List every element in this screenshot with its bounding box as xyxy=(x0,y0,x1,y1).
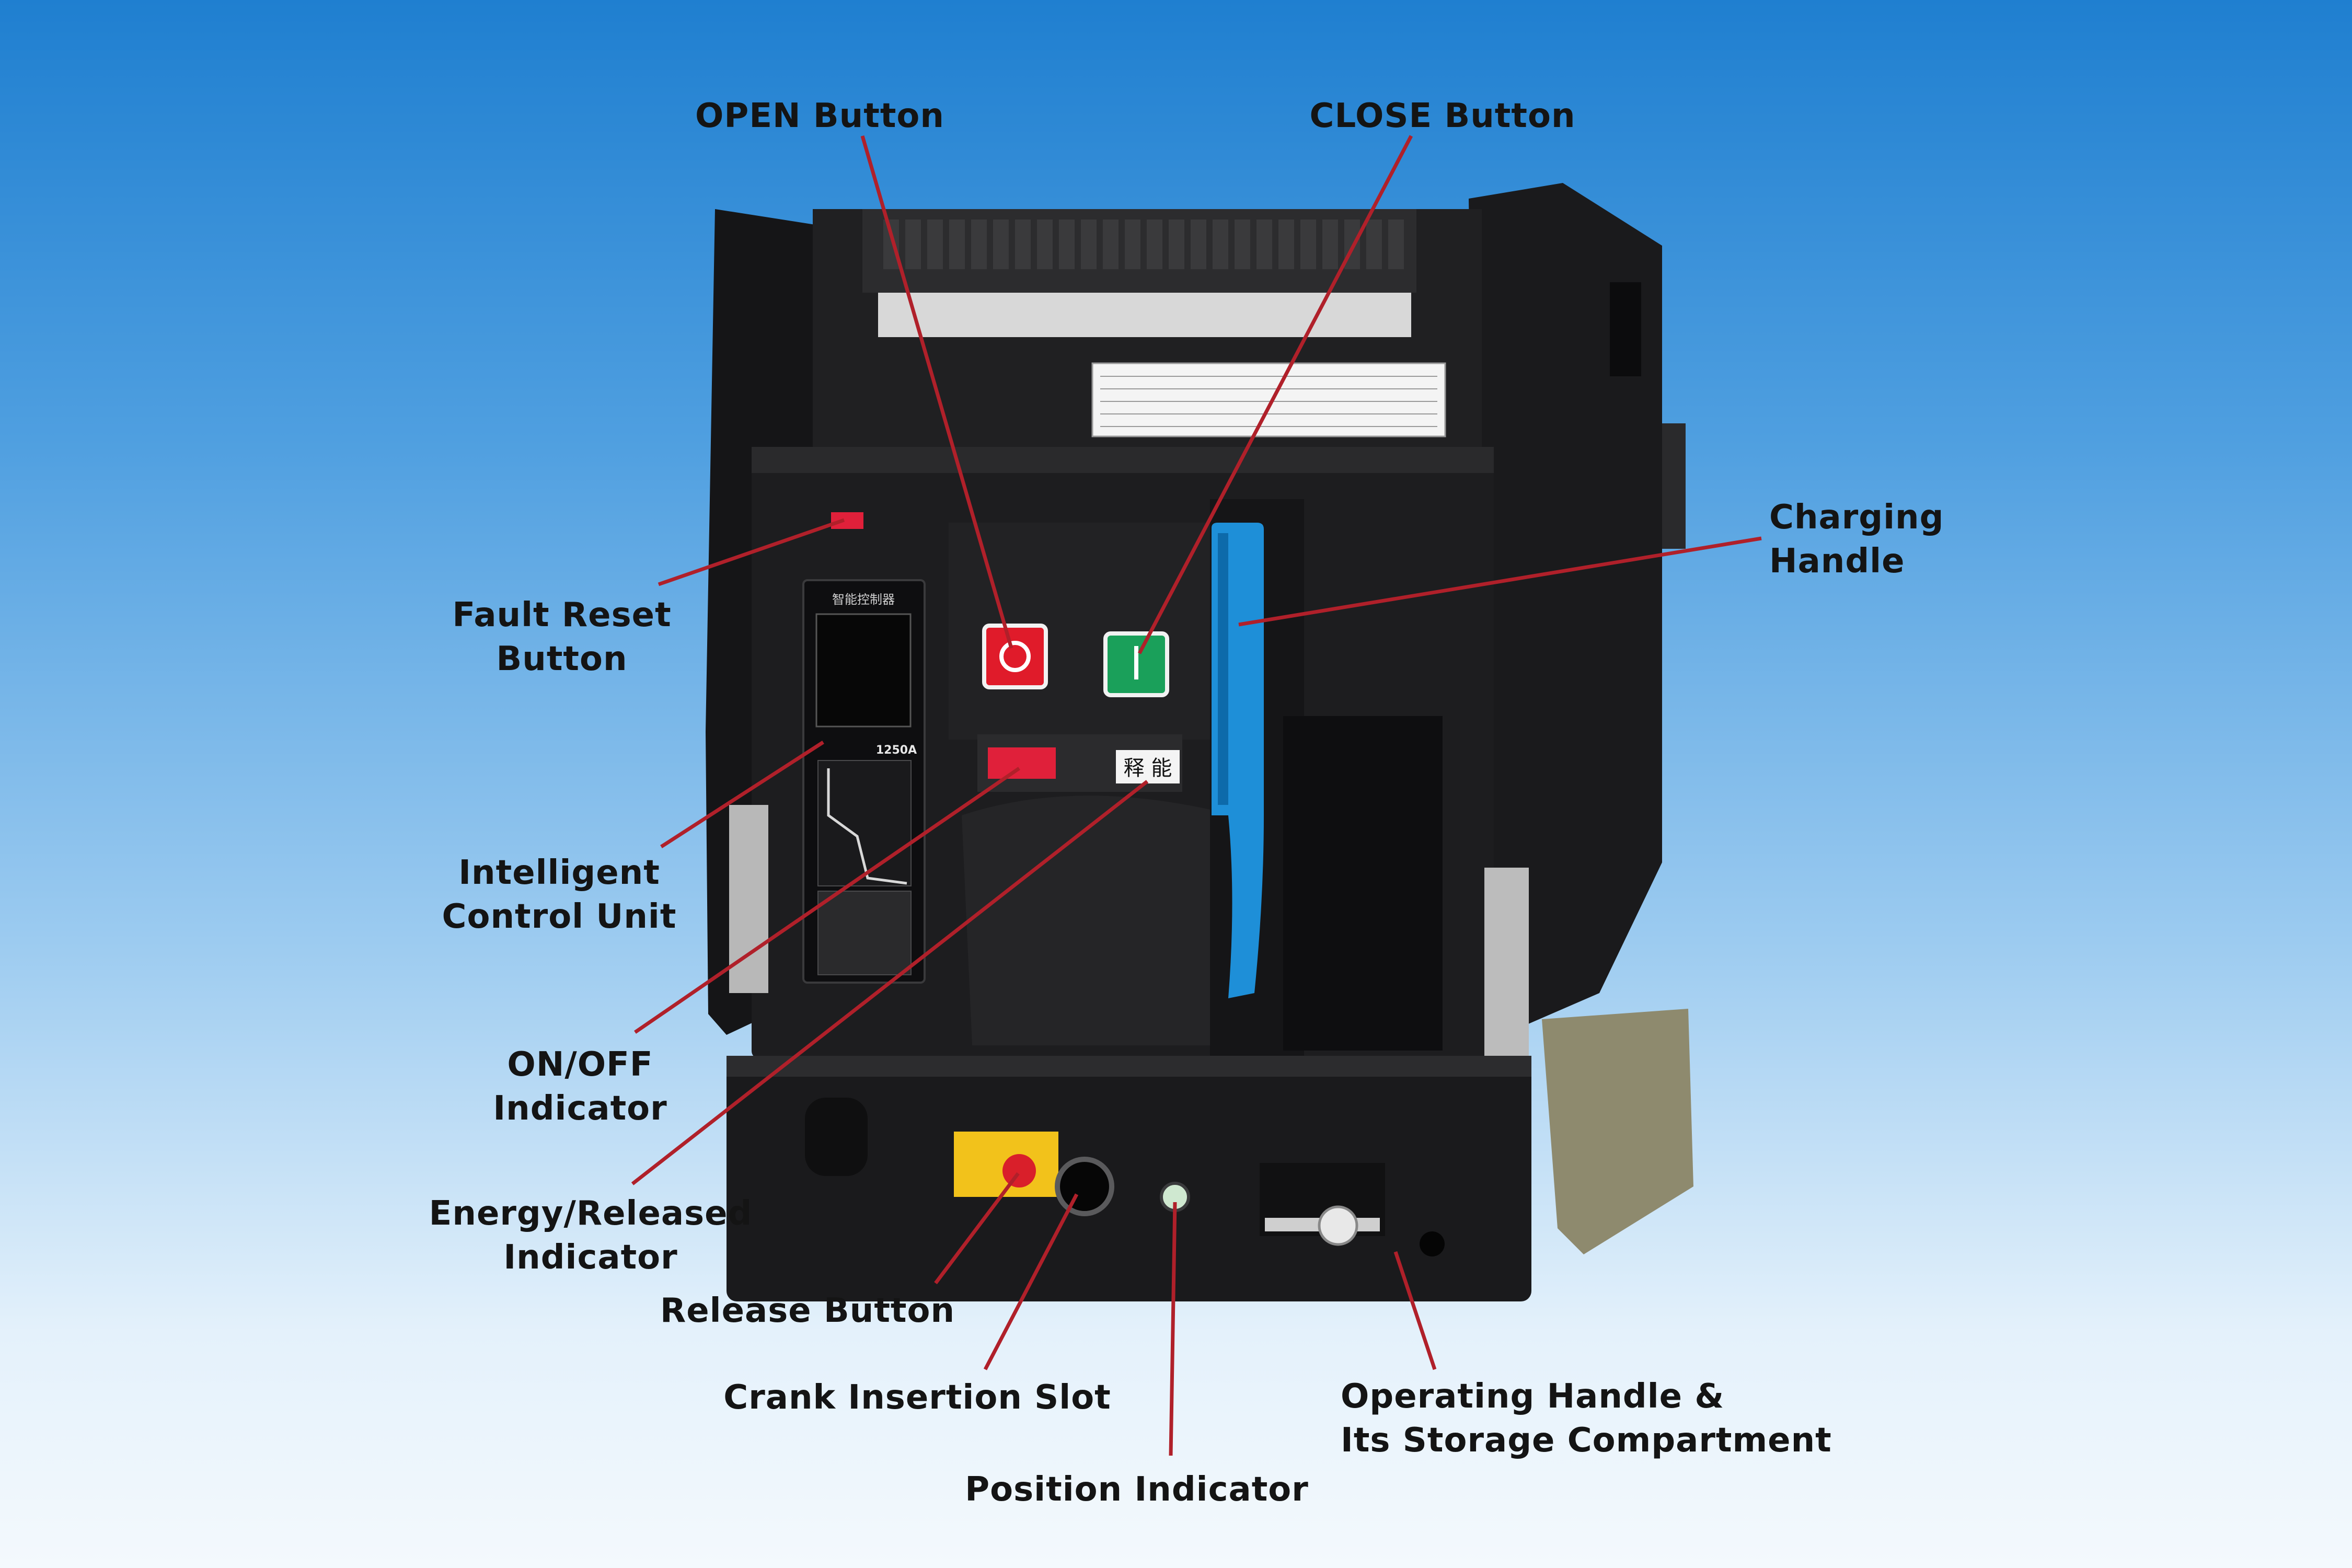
wiring-label xyxy=(1091,362,1446,437)
base-recess-left xyxy=(805,1098,868,1176)
terminal-screw xyxy=(1235,220,1250,269)
label-crank-slot: Crank Insertion Slot xyxy=(723,1378,1111,1417)
open-symbol xyxy=(999,641,1031,672)
terminal-screw xyxy=(1300,220,1316,269)
label-operating-handle: Operating Handle & Its Storage Compartme… xyxy=(1341,1377,1832,1460)
fault-reset-button[interactable] xyxy=(831,512,863,529)
lower-cover xyxy=(962,795,1213,1045)
control-unit-title: 智能控制器 xyxy=(832,592,895,607)
label-energy-indicator: Energy/Released Indicator xyxy=(429,1194,753,1277)
terminal-screw xyxy=(1015,220,1031,269)
label-control-unit: Intelligent Control Unit xyxy=(442,854,677,936)
terminal-screw xyxy=(1213,220,1228,269)
right-side-frame xyxy=(1469,183,1662,1045)
label-position-indicator: Position Indicator xyxy=(965,1470,1309,1509)
terminal-screw xyxy=(1037,220,1053,269)
leader-line xyxy=(634,767,1020,1034)
base xyxy=(727,1056,1531,1301)
terminal-screw xyxy=(1059,220,1075,269)
right-base-bracket xyxy=(1542,1009,1693,1254)
base-rail xyxy=(727,1056,1531,1077)
handle-side-panel xyxy=(1283,716,1443,1051)
terminal-screw xyxy=(1081,220,1097,269)
terminal-screws xyxy=(883,220,1404,269)
leader-line xyxy=(1169,1202,1177,1456)
wiring-label-lines xyxy=(1100,376,1437,427)
release-button[interactable] xyxy=(1002,1154,1036,1187)
crank-insertion-slot[interactable] xyxy=(1055,1157,1114,1216)
keypad[interactable] xyxy=(817,891,912,975)
terminal-screw xyxy=(1125,220,1140,269)
terminal-screw xyxy=(1147,220,1162,269)
terminal-screw xyxy=(927,220,943,269)
leader-line xyxy=(983,1193,1079,1370)
terminal-screw xyxy=(1278,220,1294,269)
terminal-screw xyxy=(1388,220,1404,269)
right-bracket xyxy=(1662,423,1686,549)
charging-handle-shadow xyxy=(1218,533,1228,805)
terminal-screw xyxy=(971,220,987,269)
leader-lines xyxy=(631,135,1762,1456)
leader-line xyxy=(658,518,845,586)
terminal-screw xyxy=(993,220,1009,269)
leader-line xyxy=(1393,1251,1437,1370)
terminal-screw xyxy=(949,220,965,269)
leader-line xyxy=(860,135,1013,649)
right-frame-window xyxy=(1610,282,1641,376)
label-close-button: CLOSE Button xyxy=(1309,97,1576,135)
energy-indicator-text: 释 能 xyxy=(1124,756,1172,780)
label-charging-handle: Charging Handle xyxy=(1769,498,1944,581)
leader-line xyxy=(934,1172,1020,1285)
open-button[interactable] xyxy=(982,624,1048,689)
terminal-screw xyxy=(1322,220,1338,269)
terminal-numbers xyxy=(878,293,1411,337)
label-open-button: OPEN Button xyxy=(695,97,944,135)
terminal-screw xyxy=(1191,220,1206,269)
label-fault-reset: Fault Reset Button xyxy=(452,596,672,678)
operating-handle-knob[interactable] xyxy=(1318,1205,1358,1246)
energy-indicator xyxy=(1116,750,1180,783)
leader-line xyxy=(631,780,1149,1185)
label-onoff-indicator: ON/OFF Indicator xyxy=(493,1045,667,1128)
leader-line xyxy=(660,741,824,848)
control-unit-display xyxy=(815,613,912,728)
label-release-button: Release Button xyxy=(660,1292,955,1330)
protection-curve xyxy=(827,768,907,885)
control-unit-rating: 1250A xyxy=(876,744,917,757)
terminal-screw xyxy=(1366,220,1382,269)
base-hole-right xyxy=(1420,1231,1445,1256)
terminal-screw xyxy=(1256,220,1272,269)
terminal-screw xyxy=(883,220,899,269)
terminal-screw xyxy=(1103,220,1119,269)
terminal-screw xyxy=(905,220,921,269)
leader-line xyxy=(1137,135,1413,654)
onoff-indicator xyxy=(988,747,1056,779)
leader-line xyxy=(1238,536,1762,627)
terminal-screw xyxy=(1169,220,1184,269)
front-top-ledge xyxy=(752,447,1494,473)
